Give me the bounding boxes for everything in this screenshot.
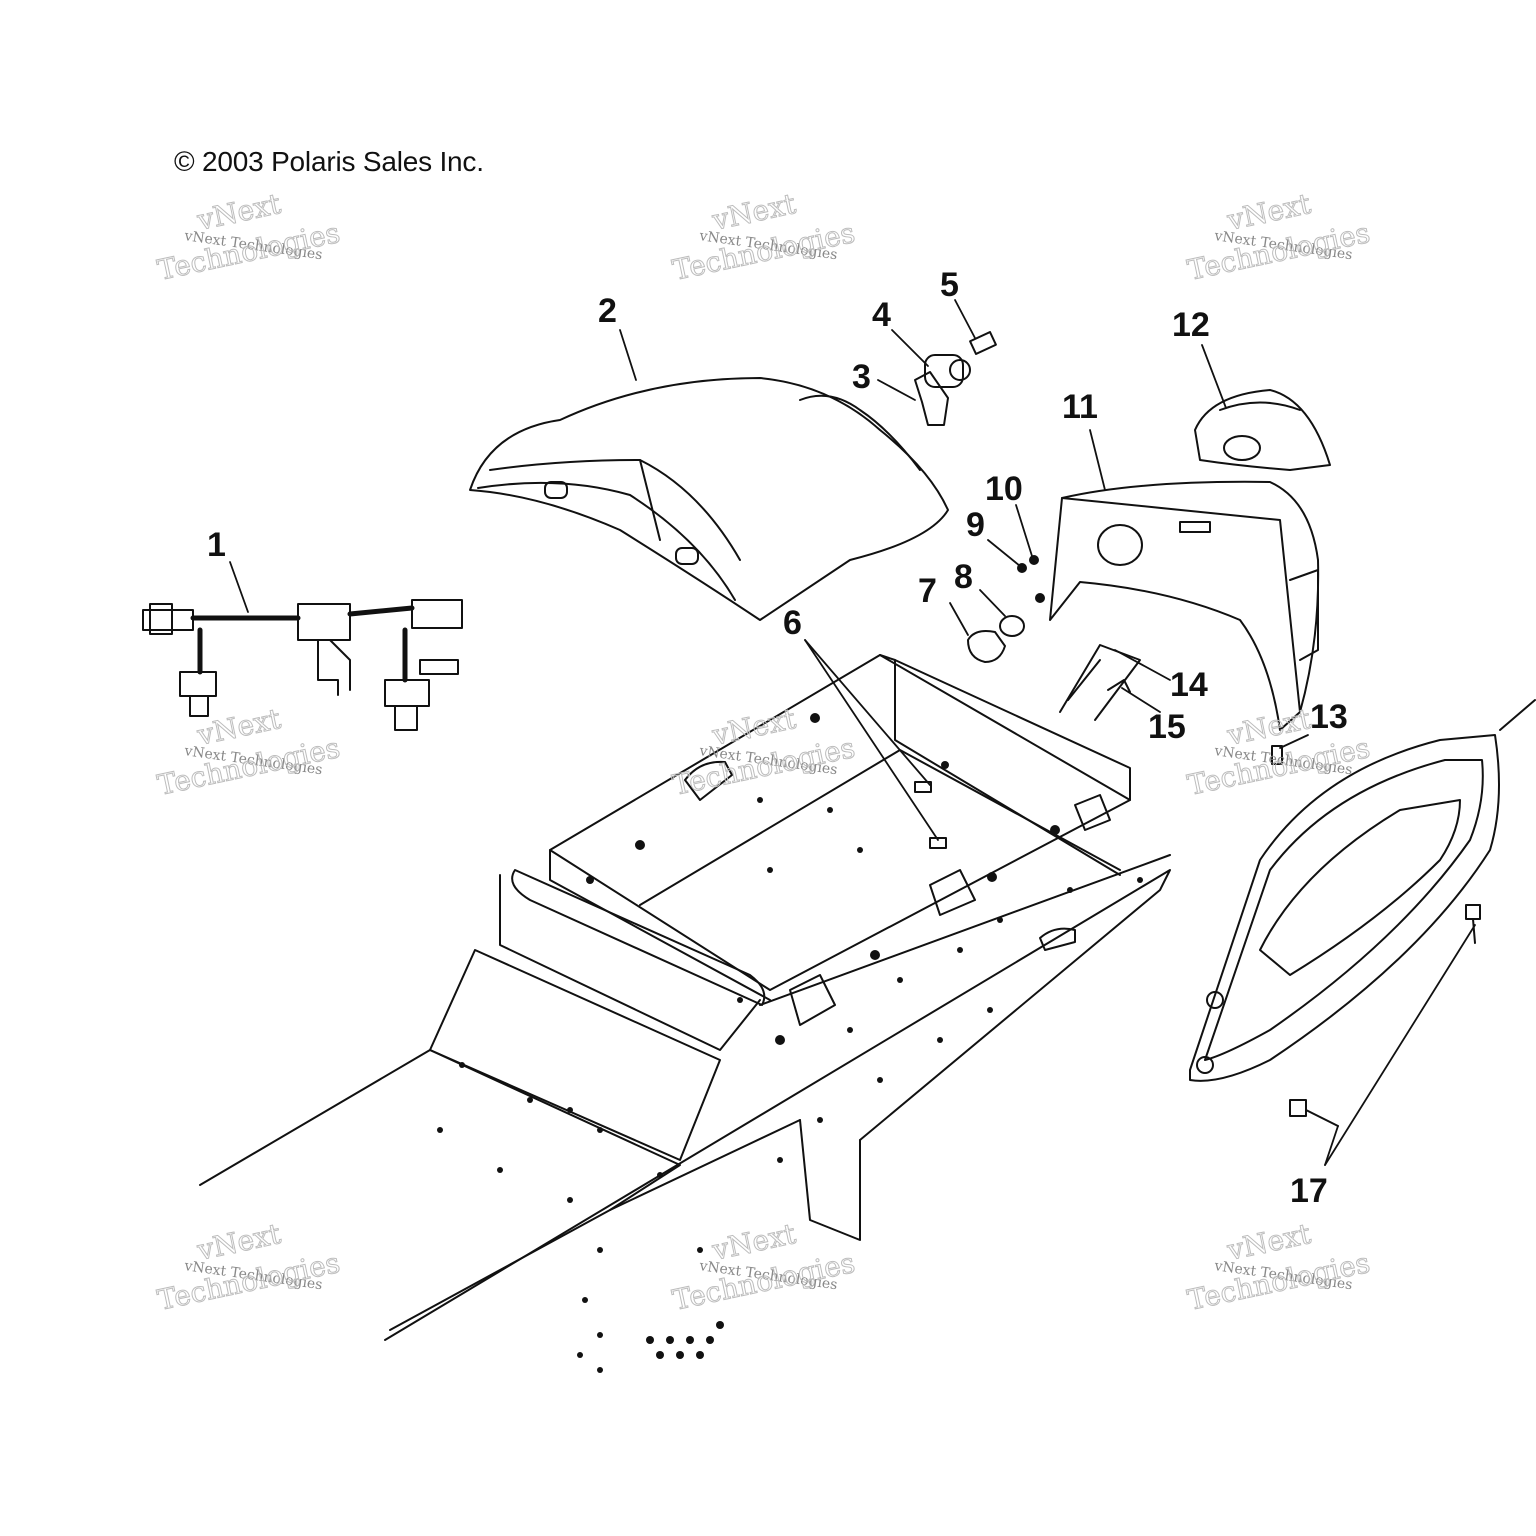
callout-3: 3 — [852, 358, 871, 396]
callout-11: 11 — [1062, 388, 1098, 426]
wiring-harness-part — [142, 599, 463, 731]
callout-6: 6 — [783, 604, 802, 642]
watermark: vNext vNext Technologies Technologies — [154, 1216, 343, 1317]
taillight-lens-part — [1194, 389, 1331, 471]
callout-4: 4 — [872, 296, 891, 334]
callout-8: 8 — [954, 558, 973, 596]
watermarks: vNext vNext Technologies Technologies vN… — [154, 186, 1373, 1317]
callout-labels: 1 2 3 4 5 6 7 8 9 10 11 12 13 14 15 17 — [207, 266, 1348, 1210]
callout-13: 13 — [1310, 698, 1348, 736]
callout-12: 12 — [1172, 306, 1210, 344]
callout-1: 1 — [207, 526, 226, 564]
rivets-part — [1289, 904, 1481, 1127]
bolts-part — [914, 781, 947, 849]
watermark: vNext vNext Technologies Technologies — [669, 186, 858, 287]
leader-lines — [229, 299, 1476, 1166]
watermark: vNext vNext Technologies Technologies — [669, 1216, 858, 1317]
watermark: vNext vNext Technologies Technologies — [1184, 186, 1373, 287]
callout-7: 7 — [918, 572, 937, 610]
callout-17: 17 — [1290, 1172, 1328, 1210]
watermark: vNext vNext Technologies Technologies — [154, 701, 343, 802]
grommets-part — [967, 555, 1045, 663]
latch-and-lock-part — [914, 331, 997, 426]
seat-cover-part — [469, 377, 949, 621]
side-panel-part — [1189, 699, 1536, 1082]
callout-2: 2 — [598, 292, 617, 330]
callout-9: 9 — [966, 506, 985, 544]
callout-10: 10 — [985, 470, 1023, 508]
callout-14: 14 — [1170, 666, 1208, 704]
copyright-text: © 2003 Polaris Sales Inc. — [174, 146, 484, 177]
watermark: vNext vNext Technologies Technologies — [669, 701, 858, 802]
watermark: vNext vNext Technologies Technologies — [154, 186, 343, 287]
watermark: vNext vNext Technologies Technologies — [1184, 1216, 1373, 1317]
taillight-housing-part — [1049, 480, 1320, 731]
callout-15: 15 — [1148, 708, 1186, 746]
tunnel-frame — [199, 654, 1171, 1373]
callout-5: 5 — [940, 266, 959, 304]
